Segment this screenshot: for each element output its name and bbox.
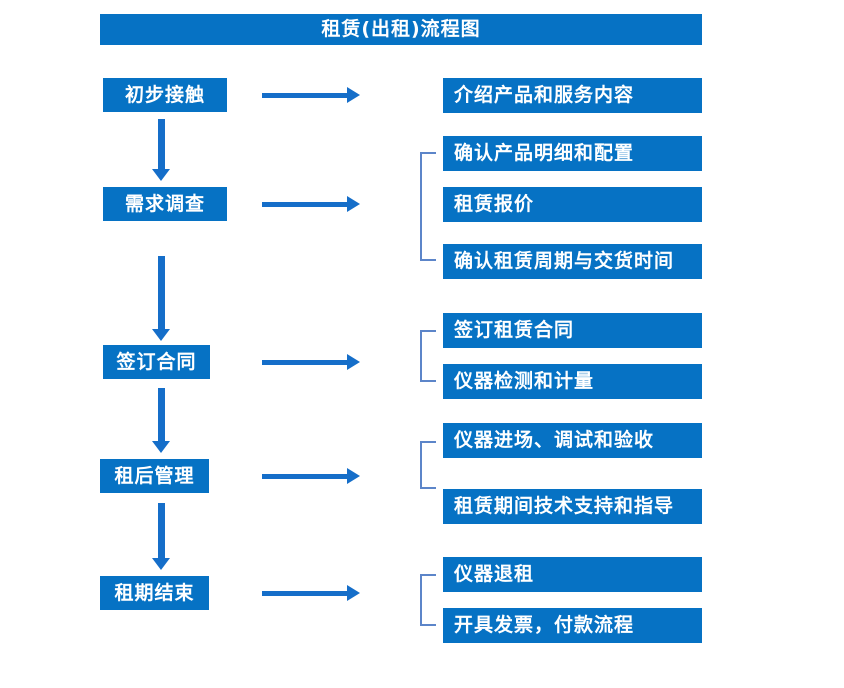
down-arrow-head-icon <box>152 169 170 181</box>
right-arrow-5 <box>262 585 360 601</box>
detail-box-instrument-testing: 仪器检测和计量 <box>443 364 702 399</box>
down-arrow-head-icon <box>152 558 170 570</box>
detail-box-tech-support: 租赁期间技术支持和指导 <box>443 489 702 524</box>
group-bracket-rental-end <box>420 574 436 626</box>
detail-box-confirm-product-spec: 确认产品明细和配置 <box>443 136 702 171</box>
detail-box-rental-quote: 租赁报价 <box>443 187 702 222</box>
right-arrow-shaft <box>262 359 347 365</box>
right-arrow-head-icon <box>347 585 360 601</box>
down-arrow-head-icon <box>152 441 170 453</box>
right-arrow-4 <box>262 468 360 484</box>
group-bracket-demand-survey <box>420 152 436 261</box>
step-box-initial-contact: 初步接触 <box>103 78 227 112</box>
right-arrow-1 <box>262 87 360 103</box>
detail-box-confirm-period: 确认租赁周期与交货时间 <box>443 244 702 279</box>
detail-box-invoice-payment: 开具发票，付款流程 <box>443 608 702 643</box>
down-arrow-shaft <box>157 503 165 558</box>
down-arrow-1 <box>152 119 170 181</box>
down-arrow-shaft <box>157 256 165 329</box>
right-arrow-shaft <box>262 590 347 596</box>
right-arrow-head-icon <box>347 196 360 212</box>
detail-box-instrument-setup: 仪器进场、调试和验收 <box>443 423 702 458</box>
right-arrow-head-icon <box>347 354 360 370</box>
down-arrow-2 <box>152 256 170 341</box>
detail-box-sign-rental-contract: 签订租赁合同 <box>443 313 702 348</box>
right-arrow-3 <box>262 354 360 370</box>
right-arrow-head-icon <box>347 468 360 484</box>
down-arrow-3 <box>152 388 170 453</box>
right-arrow-head-icon <box>347 87 360 103</box>
down-arrow-shaft <box>157 388 165 441</box>
step-box-demand-survey: 需求调查 <box>103 187 227 221</box>
right-arrow-shaft <box>262 201 347 207</box>
down-arrow-4 <box>152 503 170 570</box>
step-box-rental-end: 租期结束 <box>100 576 209 610</box>
step-box-post-rental-mgmt: 租后管理 <box>100 459 209 493</box>
group-bracket-post-rental-mgmt <box>420 441 436 489</box>
group-bracket-sign-contract <box>420 330 436 382</box>
down-arrow-head-icon <box>152 329 170 341</box>
down-arrow-shaft <box>157 119 165 169</box>
detail-box-introduce-products: 介绍产品和服务内容 <box>443 78 702 113</box>
right-arrow-shaft <box>262 92 347 98</box>
detail-box-instrument-return: 仪器退租 <box>443 557 702 592</box>
step-box-sign-contract: 签订合同 <box>103 345 210 379</box>
flowchart-title: 租赁(出租)流程图 <box>100 14 702 45</box>
right-arrow-shaft <box>262 473 347 479</box>
right-arrow-2 <box>262 196 360 212</box>
